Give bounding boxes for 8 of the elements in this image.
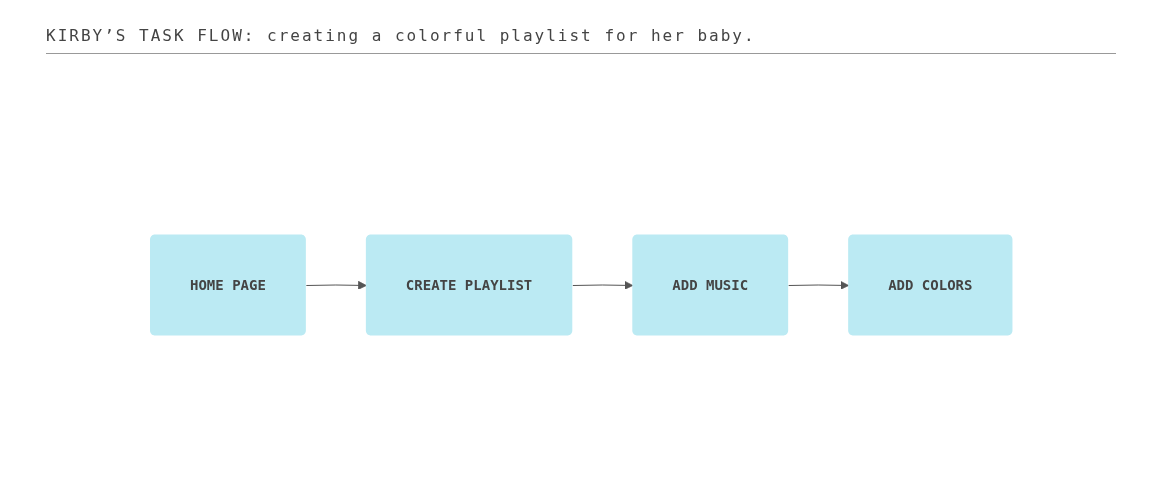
- node-box: ADD COLORS: [847, 234, 1013, 336]
- arrow: [787, 280, 849, 290]
- node-box: ADD MUSIC: [632, 234, 788, 336]
- diagram-title: KIRBY’S TASK FLOW: creating a colorful playlist for her baby.: [46, 26, 1116, 54]
- node-box: HOME PAGE: [149, 234, 306, 336]
- arrow: [305, 280, 367, 290]
- node-box: CREATE PLAYLIST: [365, 234, 573, 336]
- arrow: [572, 280, 633, 290]
